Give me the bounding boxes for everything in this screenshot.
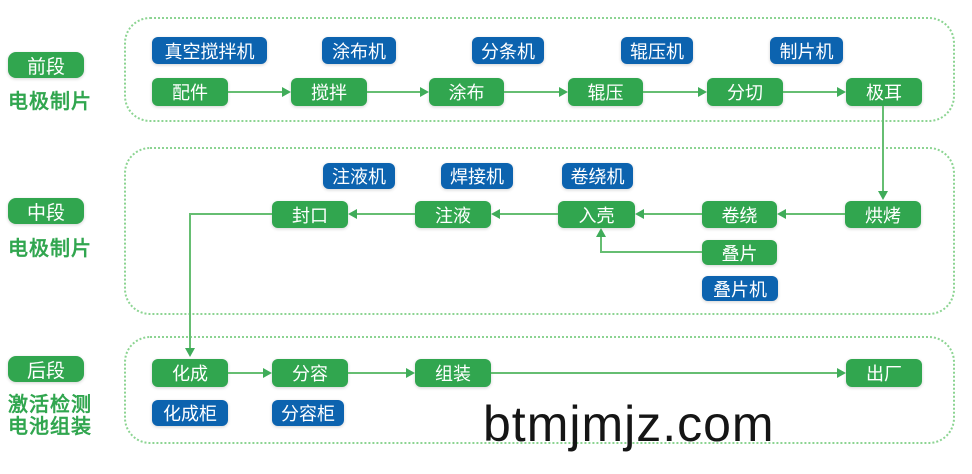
arrow-formation-to-grading-head bbox=[263, 368, 272, 378]
stage-label-middle: 中段 bbox=[8, 198, 84, 224]
step-baking: 烘烤 bbox=[845, 201, 921, 228]
machine-coater: 涂布机 bbox=[322, 37, 396, 64]
arrow-casing-to-injection-line bbox=[500, 213, 558, 215]
step-roll-pressing: 辊压 bbox=[568, 78, 643, 106]
machine-slitter: 分条机 bbox=[472, 37, 544, 64]
stage-sublabel-back-2: 电池组装 bbox=[8, 416, 92, 438]
arrow-injection-to-sealing-head bbox=[348, 209, 357, 219]
arrow-accessories-to-mixing-head bbox=[282, 87, 291, 97]
front-section-container bbox=[124, 17, 955, 122]
arrow-rollpress-to-slitting-head bbox=[698, 87, 707, 97]
step-formation: 化成 bbox=[152, 359, 228, 387]
arrow-baking-to-winding-head bbox=[777, 209, 786, 219]
arrow-grading-to-assembly-head bbox=[406, 368, 415, 378]
arrow-formation-to-grading-line bbox=[228, 372, 263, 374]
middle-section-container bbox=[124, 147, 955, 315]
machine-formation-cabinet: 化成柜 bbox=[152, 400, 228, 426]
arrow-assembly-to-shipping-head bbox=[837, 368, 846, 378]
back-section-container bbox=[124, 336, 955, 444]
step-assembly: 组装 bbox=[415, 359, 491, 387]
arrow-rollpress-to-slitting-line bbox=[643, 91, 698, 93]
step-winding: 卷绕 bbox=[702, 201, 777, 228]
arrow-sealing-to-formation-head bbox=[185, 348, 195, 357]
arrow-injection-to-sealing-line bbox=[357, 213, 415, 215]
step-injection: 注液 bbox=[415, 201, 491, 228]
step-shipping: 出厂 bbox=[846, 359, 922, 387]
machine-stacking: 叠片机 bbox=[702, 276, 778, 301]
stage-label-front: 前段 bbox=[8, 52, 84, 78]
machine-grading-cabinet: 分容柜 bbox=[272, 400, 344, 426]
watermark-text: btmjmjz.com bbox=[483, 396, 775, 452]
stage-sublabel-middle: 电极制片 bbox=[8, 238, 92, 260]
arrow-grading-to-assembly-line bbox=[348, 372, 406, 374]
arrow-sealing-to-formation-hline bbox=[189, 213, 272, 215]
arrow-accessories-to-mixing-line bbox=[228, 91, 282, 93]
machine-vacuum-mixer: 真空搅拌机 bbox=[152, 37, 267, 64]
machine-injection: 注液机 bbox=[323, 163, 395, 189]
arrow-stacking-to-casing-head bbox=[596, 228, 606, 237]
machine-winding: 卷绕机 bbox=[562, 163, 633, 189]
machine-roll-press: 辊压机 bbox=[621, 37, 693, 64]
arrow-slitting-to-tab-head bbox=[837, 87, 846, 97]
arrow-stacking-to-casing-vline bbox=[600, 237, 602, 252]
step-mixing: 搅拌 bbox=[291, 78, 367, 106]
arrow-winding-to-casing-head bbox=[635, 209, 644, 219]
machine-sheet-maker: 制片机 bbox=[770, 37, 843, 64]
step-slitting: 分切 bbox=[707, 78, 783, 106]
arrow-mixing-to-coating-line bbox=[367, 91, 420, 93]
arrow-tab-to-baking-line bbox=[882, 106, 884, 191]
stage-sublabel-back-1: 激活检测 bbox=[8, 394, 92, 416]
arrow-casing-to-injection-head bbox=[491, 209, 500, 219]
arrow-coating-to-rollpress-head bbox=[559, 87, 568, 97]
arrow-sealing-to-formation-vline bbox=[189, 213, 191, 348]
step-stacking: 叠片 bbox=[702, 240, 777, 265]
step-sealing: 封口 bbox=[272, 201, 348, 228]
arrow-coating-to-rollpress-line bbox=[504, 91, 559, 93]
arrow-assembly-to-shipping-line bbox=[491, 372, 837, 374]
arrow-baking-to-winding-line bbox=[786, 213, 845, 215]
arrow-slitting-to-tab-line bbox=[783, 91, 837, 93]
step-coating: 涂布 bbox=[429, 78, 504, 106]
step-casing: 入壳 bbox=[558, 201, 635, 228]
stage-label-back: 后段 bbox=[8, 356, 84, 382]
arrow-stacking-to-casing-hline bbox=[600, 251, 702, 253]
arrow-mixing-to-coating-head bbox=[420, 87, 429, 97]
stage-sublabel-front: 电极制片 bbox=[8, 91, 92, 113]
arrow-tab-to-baking-head bbox=[878, 191, 888, 200]
step-accessories: 配件 bbox=[152, 78, 228, 106]
step-grading: 分容 bbox=[272, 359, 348, 387]
machine-welding: 焊接机 bbox=[441, 163, 513, 189]
arrow-winding-to-casing-line bbox=[644, 213, 702, 215]
step-tab: 极耳 bbox=[846, 78, 922, 106]
